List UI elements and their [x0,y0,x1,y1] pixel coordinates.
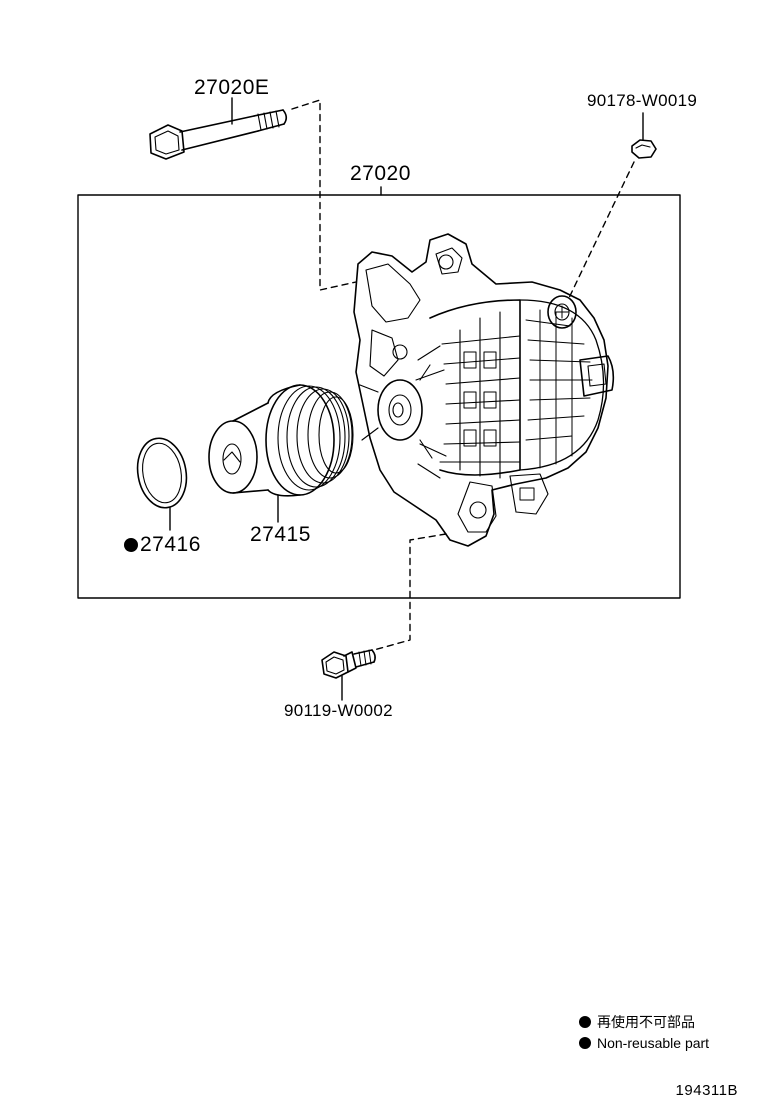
bolt-90119-drawing [321,649,376,701]
assembly-frame [77,194,681,599]
legend-japanese-text: 再使用不可部品 [597,1014,695,1030]
dashed-guide-nut [567,161,635,301]
part-label-27020e: 27020E [194,76,270,99]
alternator-27020-drawing [353,233,615,547]
part-label-27415: 27415 [250,523,311,546]
part-label-27020: 27020 [350,162,411,185]
bolt-27020e-drawing [149,97,288,160]
part-label-90119-w0002: 90119-W0002 [284,701,393,720]
legend-japanese: 再使用不可部品 [579,1014,695,1030]
o-ring-27416-drawing [136,437,188,531]
dashed-guide-top-bolt [291,99,357,291]
legend-english-text: Non-reusable part [597,1035,710,1051]
part-label-90178-w0019: 90178-W0019 [587,91,698,110]
part-label-27416: 27416 [124,534,201,556]
legend-dot-icon [579,1016,591,1028]
nut-90178-drawing [631,112,657,159]
legend-dot-icon [579,1037,591,1049]
part-label-27416-text: 27416 [140,533,201,556]
diagram-id: 194311B [675,1082,738,1099]
dashed-guide-bottom-bolt [373,533,447,651]
non-reusable-dot-icon [124,538,138,552]
legend-english: Non-reusable part [579,1035,709,1051]
pulley-27415-drawing [208,384,354,523]
